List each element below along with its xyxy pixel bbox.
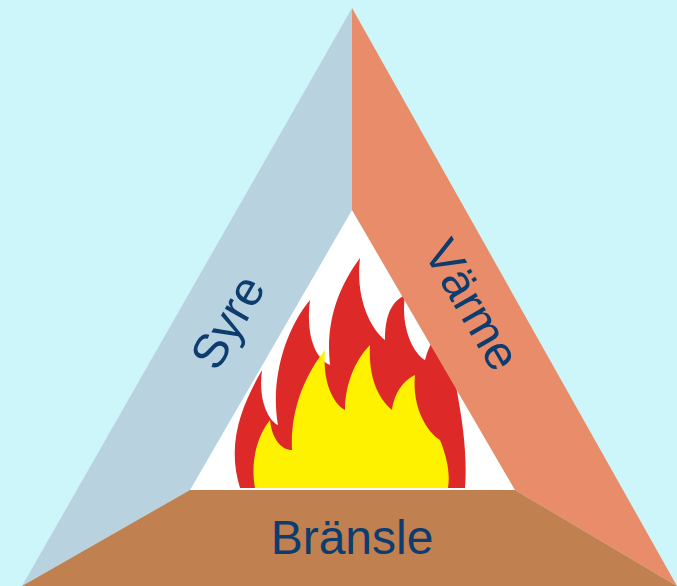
- band-fill: [22, 490, 677, 586]
- yellow-flame: [253, 345, 448, 488]
- band-label: Bränsle: [271, 514, 434, 562]
- triangle-band: Bränsle: [22, 490, 677, 586]
